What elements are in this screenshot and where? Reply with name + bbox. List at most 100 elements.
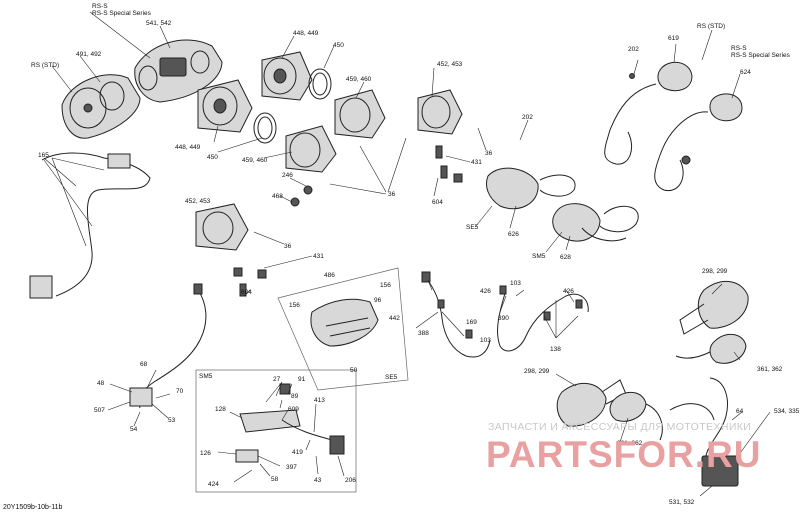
label-part-468: 468 [272, 193, 283, 200]
label-part-246: 246 [282, 172, 293, 179]
headlight-448-upper [261, 51, 313, 101]
label-part-202-mid: 202 [522, 114, 533, 121]
label-part-50: 50 [350, 367, 358, 374]
label-part-431-upper: 431 [471, 159, 482, 166]
headlight-459-lower [285, 125, 337, 173]
label-part-298-upper: 298, 299 [702, 268, 728, 275]
label-part-361-lower: 361, 362 [617, 440, 643, 447]
license-lamp-531 [669, 377, 739, 487]
harness-165 [29, 152, 151, 299]
label-part-89: 89 [291, 393, 299, 400]
label-part-442: 442 [389, 315, 400, 322]
label-part-450-lower: 450 [207, 154, 218, 161]
label-part-206: 206 [345, 477, 356, 484]
se5-detail-box [277, 267, 409, 391]
label-part-624: 624 [740, 69, 751, 76]
harness-507 [129, 283, 207, 409]
label-part-361-upper: 361, 362 [757, 366, 783, 373]
headlight-459-upper [334, 89, 386, 139]
turn-signal-298-lower [556, 379, 627, 427]
label-part-165: 165 [38, 152, 49, 159]
label-part-626: 626 [508, 231, 519, 238]
switch-628 [552, 203, 639, 242]
label-part-156-b: 156 [289, 302, 300, 309]
label-part-202-right: 202 [628, 46, 639, 53]
label-rs-std-right: RS (STD) [697, 23, 726, 30]
label-part-64: 64 [736, 408, 744, 415]
label-part-459-lower: 459, 460 [242, 157, 268, 164]
drawing-id: 20Y1509b-10b-11b [3, 504, 63, 511]
label-part-138: 138 [550, 346, 561, 353]
headlight-448-lower [197, 79, 253, 133]
label-part-534: 534, 335 [774, 408, 800, 415]
label-part-426-b: 426 [563, 288, 574, 295]
label-part-448-upper: 448, 449 [293, 30, 319, 37]
lens-ring-450-upper [308, 68, 332, 100]
label-part-431-lower: 431 [313, 253, 324, 260]
label-part-609: 609 [288, 406, 299, 413]
label-part-424: 424 [208, 481, 219, 488]
label-part-36-a: 36 [485, 150, 493, 157]
watermark-text: ЗАПЧАСТИ И АКСЕССУАРЫ ДЛЯ МОТОТЕХНИКИ [488, 421, 752, 433]
label-part-48: 48 [97, 380, 105, 387]
label-part-68: 68 [140, 361, 148, 368]
label-rs-std-left: RS (STD) [31, 62, 60, 69]
small-parts-246-468 [290, 185, 313, 207]
label-part-169: 169 [466, 319, 477, 326]
label-part-27: 27 [273, 376, 281, 383]
connectors-431-604-upper [435, 145, 463, 183]
label-part-128: 128 [215, 406, 226, 413]
label-part-604-upper: 604 [432, 199, 443, 206]
label-part-397: 397 [286, 464, 297, 471]
label-part-452-upper: 452, 453 [437, 61, 463, 68]
label-sm5-lower: SM5 [199, 373, 213, 380]
label-se5-lower: SE5 [385, 374, 398, 381]
label-part-96: 96 [374, 297, 382, 304]
label-part-390: 390 [498, 315, 509, 322]
label-part-388: 388 [418, 330, 429, 337]
label-part-450-upper: 450 [333, 42, 344, 49]
headlight-452-upper [417, 89, 463, 135]
turn-signal-361-upper [675, 333, 747, 364]
label-part-36-c: 36 [284, 243, 292, 250]
label-part-448-lower: 448, 449 [175, 144, 201, 151]
label-se5-upper: SE5 [466, 224, 479, 231]
label-part-70: 70 [176, 388, 184, 395]
label-part-53: 53 [168, 417, 176, 424]
label-part-413: 413 [314, 397, 325, 404]
label-part-43: 43 [314, 477, 322, 484]
headlight-452-lower [195, 203, 249, 251]
label-part-103-a: 103 [510, 280, 521, 287]
label-part-531: 531, 532 [669, 499, 695, 506]
label-part-486: 486 [324, 272, 335, 279]
label-part-156-a: 156 [380, 282, 391, 289]
label-part-507: 507 [94, 407, 105, 414]
turn-signal-298-upper [679, 281, 749, 335]
label-sm5-upper: SM5 [532, 253, 546, 260]
label-part-103-b: 103 [480, 337, 491, 344]
label-part-491: 491, 492 [76, 51, 102, 58]
switch-619-rs-std [604, 61, 693, 165]
connectors-431-604-lower [233, 267, 267, 297]
harness-390 [497, 285, 589, 352]
label-part-36-b: 36 [388, 191, 396, 198]
leader-lines [43, 11, 771, 497]
cluster-rs-s [134, 39, 223, 103]
label-part-419: 419 [292, 449, 303, 456]
harness-388 [421, 271, 491, 358]
label-part-126: 126 [200, 450, 211, 457]
turn-signal-361-lower [609, 391, 663, 441]
label-part-459-upper: 459, 460 [346, 76, 372, 83]
switch-626 [486, 167, 576, 210]
label-part-91: 91 [298, 376, 306, 383]
watermark-logo: PARTSFOR.RU [486, 434, 762, 475]
label-part-619: 619 [668, 35, 679, 42]
cluster-rs-std [61, 74, 141, 139]
label-part-426-a: 426 [480, 288, 491, 295]
label-part-541: 541, 542 [146, 20, 172, 27]
label-part-628: 628 [560, 254, 571, 261]
label-part-298-lower: 298, 299 [524, 368, 550, 375]
label-part-58: 58 [271, 476, 279, 483]
label-part-452-lower: 452, 453 [185, 198, 211, 205]
